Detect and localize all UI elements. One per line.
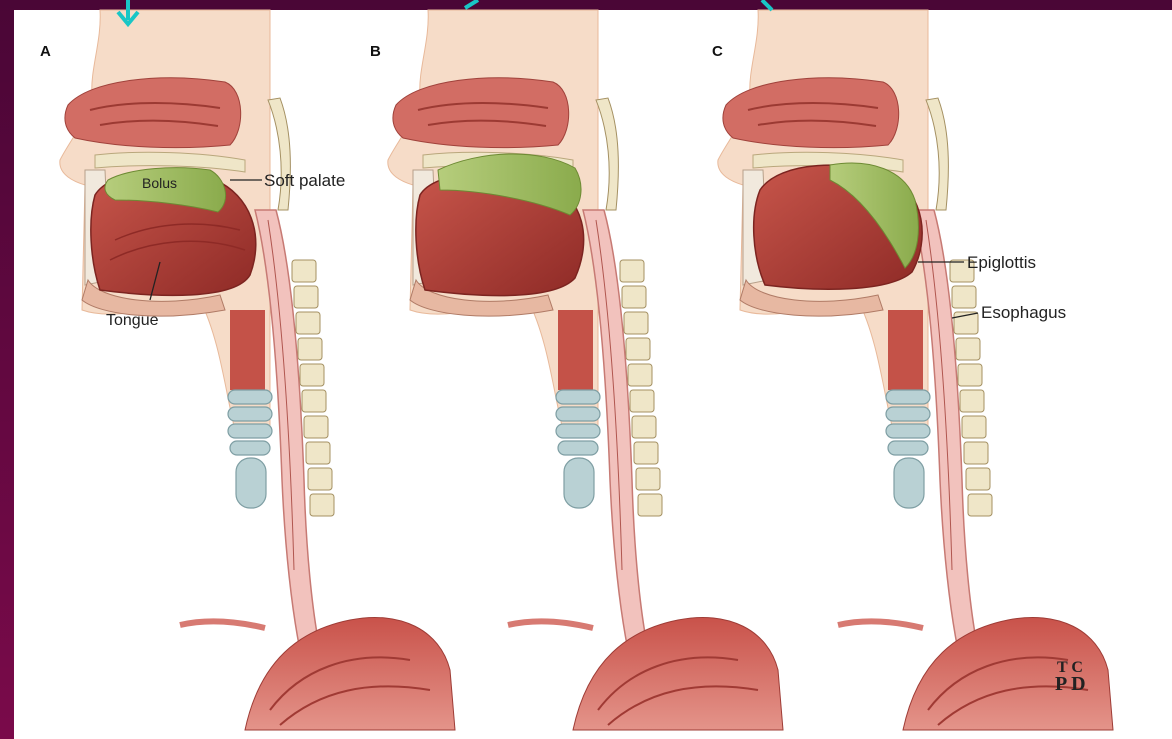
panel-b: B <box>370 10 783 730</box>
esophagus-label: Esophagus <box>981 303 1066 322</box>
arrow-fragment-icon <box>762 0 772 10</box>
panel-letter-a: A <box>40 43 51 60</box>
panel-letter-c: C <box>712 43 723 60</box>
epiglottis-label: Epiglottis <box>967 253 1036 272</box>
arrow-fragment-icon <box>465 0 478 8</box>
tongue-label: Tongue <box>106 312 159 329</box>
panel-c: Epiglottis Esophagus C <box>712 10 1113 730</box>
bolus-label: Bolus <box>142 175 177 191</box>
soft-palate-label: Soft palate <box>264 171 345 190</box>
artist-signature: T C P D <box>1055 659 1086 695</box>
signature-line-2: P D <box>1055 673 1086 695</box>
panel-letter-b: B <box>370 43 381 60</box>
